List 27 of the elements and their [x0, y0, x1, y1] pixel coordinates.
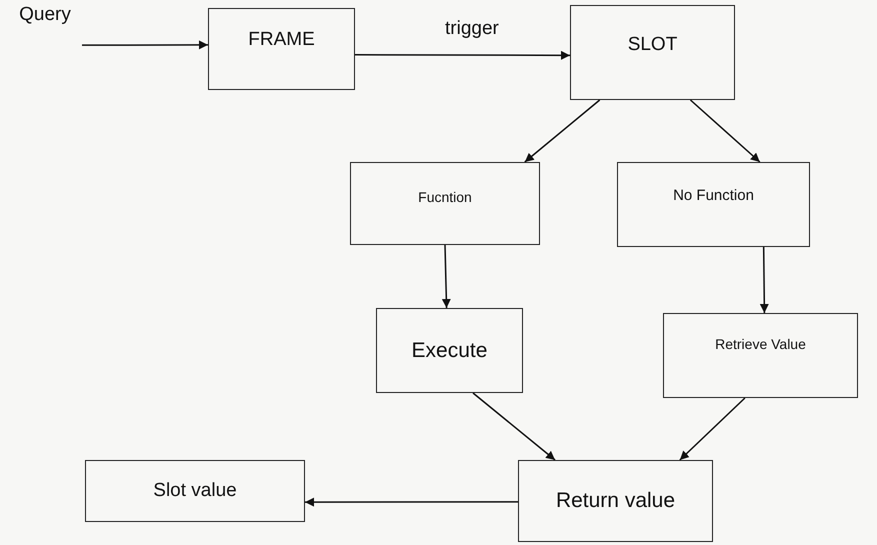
- box-label: No Function: [673, 187, 754, 204]
- box-label: Return value: [556, 489, 676, 513]
- process-box: [208, 8, 355, 90]
- process-box: [350, 162, 540, 245]
- process-box: [663, 313, 858, 398]
- arrow: [82, 40, 208, 50]
- process-box: [376, 308, 523, 393]
- box-label: Retrieve Value: [715, 336, 806, 352]
- edge-label: trigger: [443, 18, 501, 40]
- arrow: [442, 244, 451, 308]
- process-box: [85, 460, 305, 522]
- arrow: [760, 247, 769, 313]
- process-box: [617, 162, 810, 247]
- arrow: [524, 99, 600, 163]
- process-box: [570, 5, 735, 100]
- box-label: Execute: [412, 338, 488, 362]
- box-label: Fucntion: [418, 189, 472, 205]
- arrow: [472, 392, 556, 461]
- arrow: [679, 397, 746, 461]
- process-box: [518, 460, 713, 542]
- box-label: FRAME: [248, 29, 315, 51]
- input-label: Query: [8, 4, 82, 46]
- arrow: [355, 50, 570, 60]
- box-label: SLOT: [628, 34, 678, 56]
- arrow: [305, 498, 518, 507]
- box-label: Slot value: [153, 480, 237, 502]
- arrow: [690, 99, 760, 163]
